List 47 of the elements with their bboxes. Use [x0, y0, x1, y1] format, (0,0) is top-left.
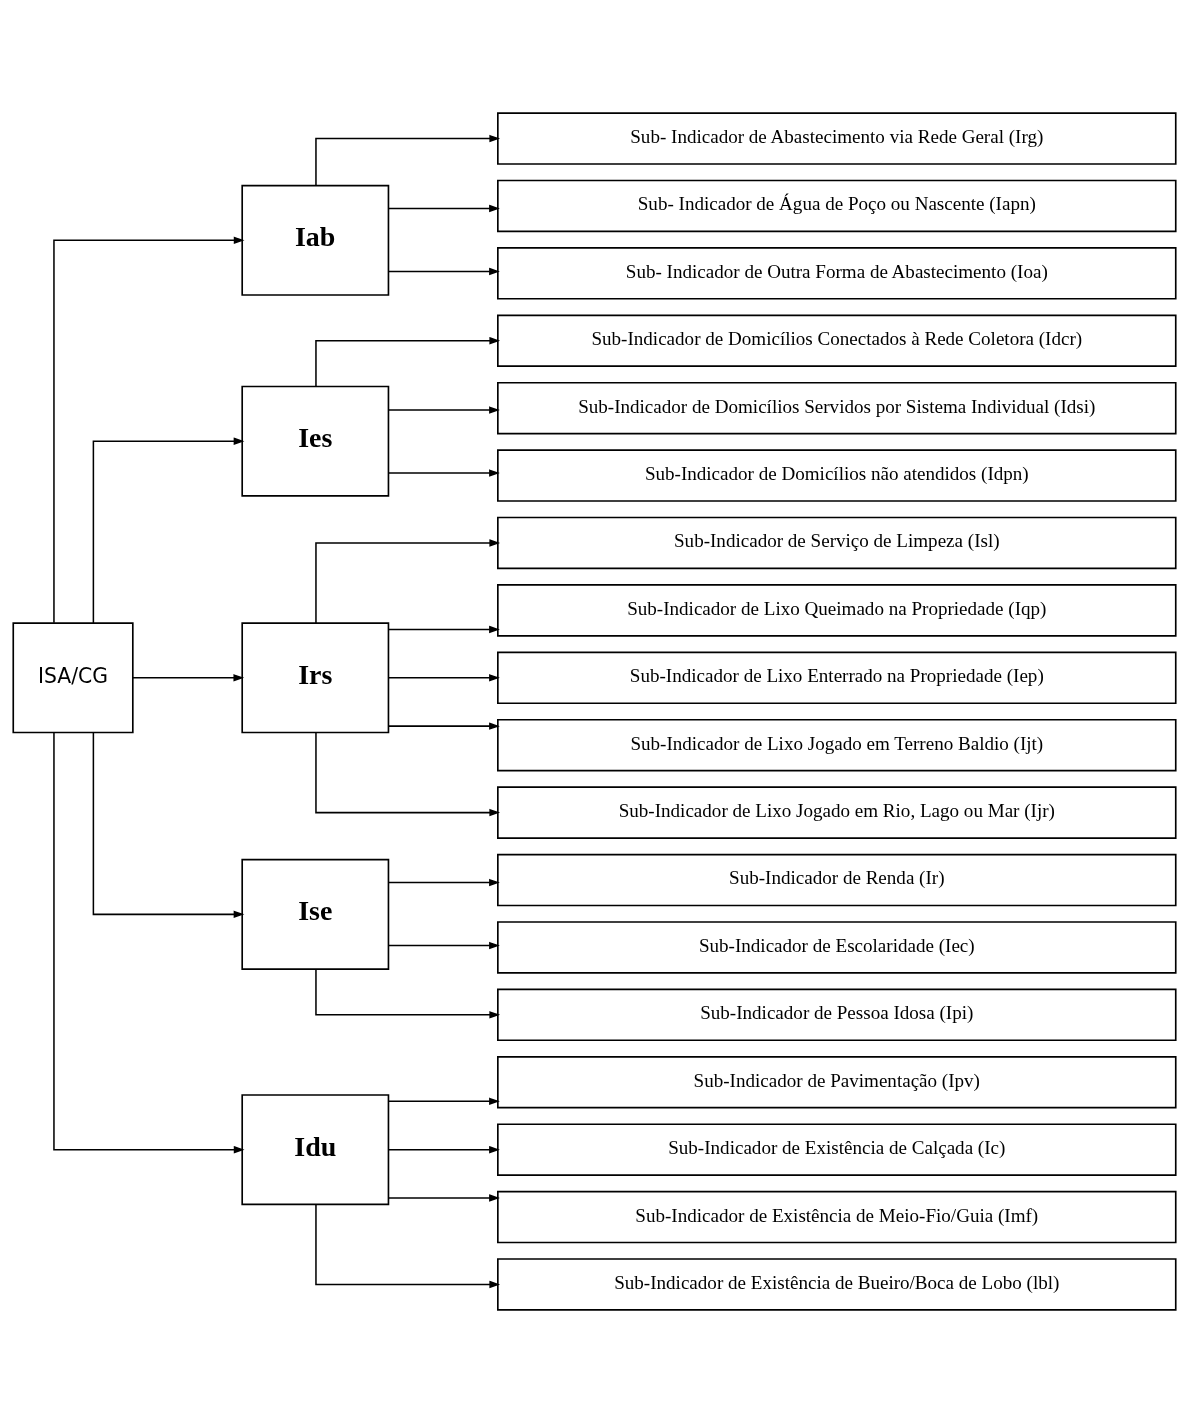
arrow — [315, 337, 501, 388]
node-box: Sub- Indicador de Outra Forma de Abastecimento (Ioa) — [497, 247, 1177, 300]
node-box: Sub- Indicador de Abastecimento via Rede Geral (Irg) — [497, 112, 1177, 165]
node-box: Sub-Indicador de Existência de Calçada (Ic) — [497, 1123, 1177, 1176]
node-box: Irs — [241, 622, 390, 734]
node-box: Sub-Indicador de Existência de Bueiro/Boca de Lobo (lbl) — [497, 1258, 1177, 1311]
arrow — [388, 1097, 500, 1106]
arrow — [388, 204, 500, 213]
node-box: Ise — [241, 858, 390, 970]
arrow — [388, 674, 500, 682]
node-box: Ies — [241, 385, 390, 497]
arrow — [388, 267, 500, 276]
arrow — [388, 722, 500, 730]
node-box: Sub-Indicador de Lixo Jogado em Terreno Baldio (Ijt) — [497, 718, 1177, 772]
node-box: Sub-Indicador de Pessoa Idosa (Ipi) — [497, 988, 1177, 1042]
arrow — [388, 406, 500, 414]
arrow — [388, 878, 500, 887]
node-box: Iab — [241, 184, 390, 296]
arrow — [315, 731, 501, 817]
node-box: Sub- Indicador de Água de Poço ou Nascente (Iapn) — [497, 179, 1177, 233]
arrow — [315, 539, 501, 624]
node-box: Sub-Indicador de Domicílios não atendidos (Idpn) — [497, 449, 1177, 502]
arrow — [315, 968, 501, 1019]
node-box: Sub-Indicador de Domicílios Servidos por Sistema Individual (Idsi) — [497, 381, 1177, 435]
node-box: Sub-Indicador de Renda (Ir) — [497, 853, 1177, 907]
node-box: Sub-Indicador de Existência de Meio-Fio/Guia (Imf) — [497, 1190, 1177, 1244]
arrow — [388, 941, 500, 950]
node-box: Sub-Indicador de Pavimentação (Ipv) — [497, 1056, 1177, 1109]
node-box: Sub-Indicador de Lixo Queimado na Propriedade (Iqp) — [497, 584, 1177, 637]
arrow — [132, 674, 245, 682]
arrow — [315, 134, 501, 186]
arrow — [92, 437, 245, 624]
node-box: Sub-Indicador de Lixo Jogado em Rio, Lago ou Mar (Ijr) — [497, 786, 1177, 839]
node-box: Sub-Indicador de Lixo Enterrado na Propriedade (Iep) — [497, 651, 1177, 705]
arrow — [53, 236, 245, 624]
arrow — [388, 1145, 500, 1154]
node-box: Sub-Indicador de Escolaridade (Iec) — [497, 921, 1177, 974]
node-box: Sub-Indicador de Serviço de Limpeza (Isl) — [497, 516, 1177, 570]
arrow — [53, 732, 245, 1154]
arrow — [315, 1203, 501, 1289]
arrow — [388, 625, 500, 634]
arrow — [92, 731, 245, 919]
node-box: ISA/CG — [12, 622, 134, 734]
node-box: Idu — [241, 1094, 390, 1206]
arrow — [388, 469, 500, 477]
arrow — [388, 1194, 500, 1202]
node-box: Sub-Indicador de Domicílios Conectados à Rede Coletora (Idcr) — [497, 314, 1177, 367]
